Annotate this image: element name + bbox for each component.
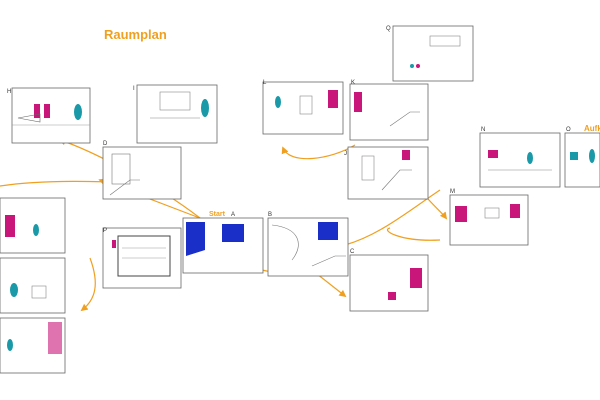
room-label-a: A — [231, 212, 235, 218]
blue-window — [318, 222, 338, 240]
character-teal — [275, 96, 281, 108]
connection-m-n — [387, 227, 441, 241]
room-c — [349, 254, 429, 312]
painting-magenta — [328, 90, 338, 108]
start-label: Start — [209, 211, 225, 218]
painting-magenta — [510, 204, 520, 218]
figure-magenta — [34, 104, 40, 118]
connection-b-j — [344, 189, 441, 246]
room-label-d: D — [103, 141, 108, 147]
screen-teal — [570, 152, 578, 160]
room-label-o: O — [566, 127, 571, 133]
character-teal — [10, 283, 18, 297]
room-q — [392, 25, 474, 82]
screen-magenta — [488, 150, 498, 158]
room-labels: H I L K Q D J N O M P A B C — [7, 26, 571, 255]
room-d — [102, 146, 182, 200]
room-label-l: L — [263, 80, 267, 86]
room-i — [136, 84, 218, 144]
page-title: Raumplan — [104, 27, 167, 42]
painting-magenta — [410, 268, 422, 288]
room-b — [267, 217, 349, 277]
painting-magenta — [455, 206, 467, 222]
shelf-magenta — [5, 215, 15, 237]
connection-j-l — [281, 144, 356, 160]
room-m — [449, 194, 529, 246]
character-teal — [527, 152, 533, 164]
room-label-n: N — [481, 127, 485, 133]
connection-left2-left3 — [80, 257, 96, 312]
room-k — [349, 83, 429, 141]
room-n — [479, 132, 561, 188]
room-h — [11, 87, 91, 144]
connection-arrows — [0, 138, 448, 312]
room-l — [262, 81, 344, 135]
painting-magenta — [402, 150, 410, 160]
cage-magenta — [48, 322, 62, 354]
room-left-bottom — [0, 317, 66, 374]
figure-magenta — [44, 104, 50, 118]
room-label-m: M — [450, 189, 455, 195]
blue-window — [222, 224, 244, 242]
room-label-k: K — [351, 80, 355, 86]
room-label-j: J — [344, 151, 347, 157]
door — [111, 153, 131, 185]
blue-wall — [186, 222, 205, 256]
room-a — [182, 217, 264, 274]
character-teal — [74, 104, 82, 120]
character-teal — [7, 339, 13, 351]
room-p — [102, 227, 182, 289]
room-label-i: I — [133, 86, 135, 92]
character-teal — [33, 224, 39, 236]
room-label-p: P — [103, 228, 107, 234]
room-label-q: Q — [386, 26, 391, 32]
object-magenta — [388, 292, 396, 300]
character-teal — [589, 149, 595, 163]
mirror — [159, 91, 191, 111]
room-label-c: C — [350, 249, 355, 255]
painting-magenta — [354, 92, 362, 112]
room-j — [347, 146, 429, 200]
room-o — [564, 132, 600, 188]
character-teal — [201, 99, 209, 117]
room-left-middle — [0, 257, 66, 314]
cut-off-label: Aufk — [584, 124, 600, 133]
room-left-top — [0, 197, 66, 254]
computer-screen — [117, 235, 171, 277]
room-label-h: H — [7, 89, 11, 95]
room-label-b: B — [268, 212, 272, 218]
